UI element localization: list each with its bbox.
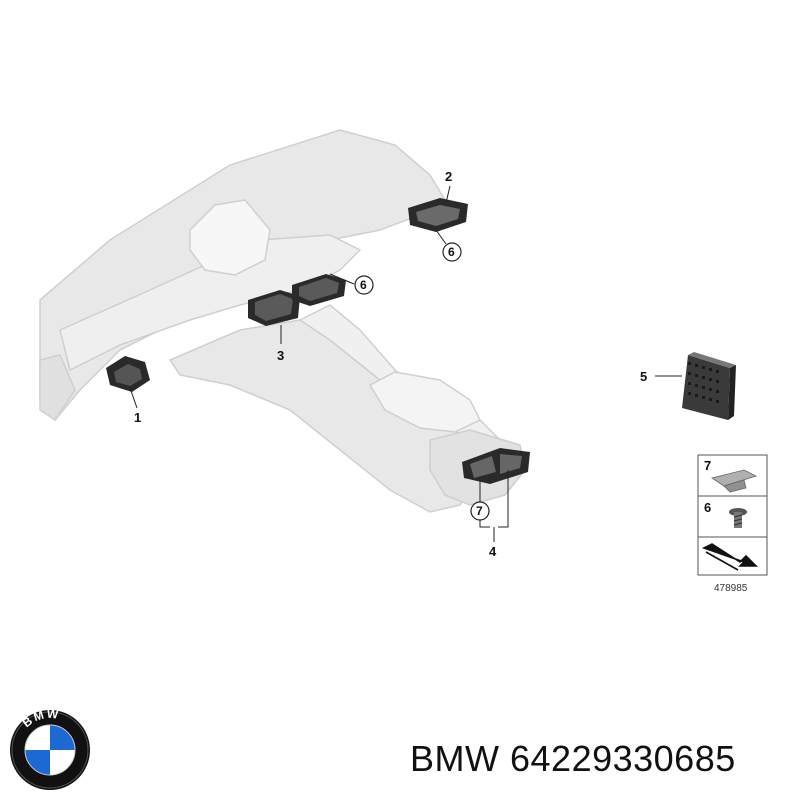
vent-3 bbox=[248, 274, 346, 326]
part-5-grille bbox=[682, 352, 736, 420]
parts-legend: 7 6 478985 bbox=[697, 454, 768, 594]
svg-text:6: 6 bbox=[360, 278, 367, 292]
screw-6-icon bbox=[729, 508, 747, 528]
arrow-icon bbox=[701, 543, 758, 571]
vent-2 bbox=[408, 198, 468, 232]
leader-lines bbox=[129, 185, 682, 542]
bmw-logo: BMW bbox=[10, 707, 90, 790]
callout-1: 1 bbox=[134, 410, 141, 425]
callout-3: 3 bbox=[277, 348, 284, 363]
svg-text:7: 7 bbox=[476, 504, 483, 518]
brand-part-number: BMW 64229330685 bbox=[410, 738, 736, 780]
vent-1 bbox=[106, 356, 150, 392]
legend-label-7: 7 bbox=[704, 458, 711, 473]
svg-text:6: 6 bbox=[448, 245, 455, 259]
dashboard-illustration bbox=[39, 129, 447, 422]
part-number: 64229330685 bbox=[510, 738, 736, 779]
callout-5: 5 bbox=[640, 369, 647, 384]
circled-callout-7: 7 bbox=[470, 501, 490, 521]
brand-name: BMW bbox=[410, 738, 500, 779]
callout-2: 2 bbox=[445, 169, 452, 184]
circled-callout-6-center: 6 bbox=[354, 275, 374, 295]
callout-4: 4 bbox=[489, 544, 497, 559]
legend-label-6: 6 bbox=[704, 500, 711, 515]
center-console-illustration bbox=[168, 304, 526, 513]
clip-7-icon bbox=[711, 469, 758, 493]
legend-code: 478985 bbox=[714, 583, 748, 594]
vent-4 bbox=[462, 448, 530, 484]
circled-callout-6-right: 6 bbox=[442, 242, 462, 262]
